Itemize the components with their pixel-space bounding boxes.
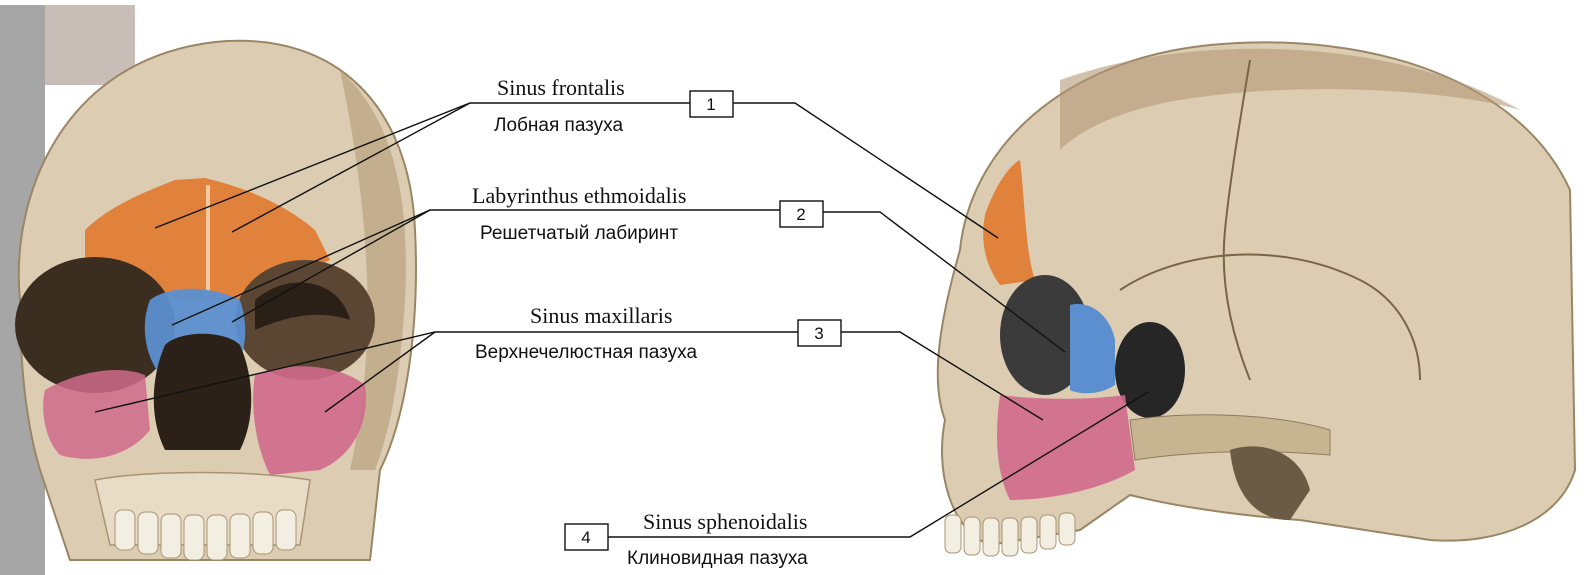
label-2-latin: Labyrinthus ethmoidalis (472, 183, 686, 208)
label-3-russian: Верхнечелюстная пазуха (475, 342, 697, 363)
label-4-number: 4 (581, 528, 590, 547)
label-group-2: Labyrinthus ethmoidalis Решетчатый лабир… (472, 183, 823, 244)
label-group-4: 4 Sinus sphenoidalis Клиновидная пазуха (565, 509, 808, 569)
leader-1-right (733, 103, 998, 238)
label-1-number: 1 (706, 95, 715, 114)
label-group-1: Sinus frontalis Лобная пазуха 1 (494, 75, 733, 136)
label-group-3: Sinus maxillaris Верхнечелюстная пазуха … (475, 303, 841, 363)
label-4-russian: Клиновидная пазуха (627, 548, 808, 569)
label-2-russian: Решетчатый лабиринт (480, 223, 678, 244)
label-3-number: 3 (814, 324, 823, 343)
label-1-latin: Sinus frontalis (497, 75, 625, 100)
front-skull-illustration (0, 5, 416, 575)
label-2-number: 2 (796, 205, 805, 224)
label-3-latin: Sinus maxillaris (530, 303, 672, 328)
front-nasal-cavity (154, 334, 252, 450)
lateral-skull-illustration (938, 42, 1575, 556)
label-1-russian: Лобная пазуха (494, 115, 623, 136)
label-4-latin: Sinus sphenoidalis (643, 509, 807, 534)
